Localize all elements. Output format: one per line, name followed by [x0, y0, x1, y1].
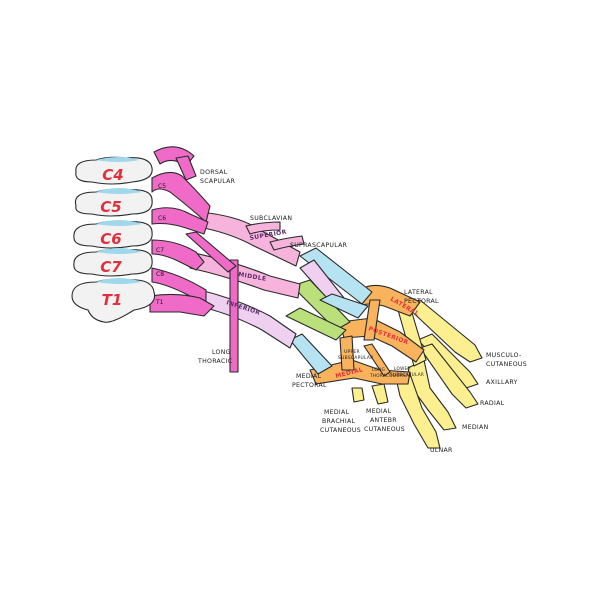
label-suprascapular: SUPRASCAPULAR: [290, 242, 348, 249]
label-axillary: AXILLARY: [486, 379, 518, 386]
posterior-division-inferior: [285, 307, 347, 341]
label-ulnar: ULNAR: [430, 447, 453, 454]
label-long-thoracic-1: LONG: [212, 349, 231, 356]
medial-antebr-nerve: [371, 383, 389, 405]
musculocutaneous-nerve: [404, 299, 483, 363]
vertebra-label-t1: T1: [102, 291, 123, 309]
label-lateral-pectoral-1: LATERAL: [404, 289, 433, 296]
label-lower-subscapular-1: LOWER: [394, 366, 411, 371]
label-radial: RADIAL: [480, 400, 505, 407]
vertebra-c7: C7: [73, 248, 153, 277]
branch-labels: DORSAL SCAPULAR SUBCLAVIAN SUPRASCAPULAR…: [197, 169, 527, 454]
vertebral-column: C4 C5 C6 C7 T1 C5 C6 C7 C8 T1: [71, 156, 166, 323]
label-musculocutaneous-2: CUTANEOUS: [486, 361, 527, 368]
vertebra-label-c7: C7: [100, 258, 122, 276]
vertebra-c5: C5: [74, 188, 153, 217]
posterior-cord: [339, 317, 425, 363]
root-c7: [151, 239, 205, 271]
label-medial-brachial-3: CUTANEOUS: [320, 427, 361, 434]
posterior-connector: [363, 299, 381, 341]
radial-nerve: [419, 343, 479, 409]
trunks: [189, 211, 301, 349]
vertebra-t1: T1: [71, 278, 156, 323]
divisions: [285, 247, 373, 375]
label-dorsal-scapular-1: DORSAL: [200, 169, 228, 176]
label-subclavian: SUBCLAVIAN: [250, 215, 292, 222]
vertebra-label-c5: C5: [100, 198, 121, 216]
label-lower-subscapular-2: SUBSCAPULAR: [390, 372, 424, 377]
root-label-c8: C8: [156, 271, 164, 278]
root-label-t1: T1: [155, 299, 164, 306]
label-dorsal-scapular-2: SCAPULAR: [200, 178, 236, 185]
roots: [149, 146, 305, 373]
terminal-nerves: [351, 299, 483, 449]
label-medial-antebr-2: ANTEBR: [370, 417, 397, 424]
label-medial-brachial-2: BRACHIAL: [322, 418, 356, 425]
label-thoracodorsal-1: LONG: [372, 367, 385, 372]
suprascapular-nerve: [269, 235, 305, 251]
cords: [309, 284, 425, 385]
root-label-c7: C7: [156, 247, 164, 254]
medial-connector: [339, 335, 355, 371]
vertebra-c4: C4: [75, 156, 153, 185]
long-thoracic-root: [185, 231, 237, 273]
label-musculocutaneous-1: MUSCULO-: [486, 352, 522, 359]
root-c6: [151, 207, 209, 235]
long-thoracic-nerve: [229, 259, 239, 373]
label-upper-subscapular-2: SUBSCAPULAR: [338, 355, 374, 361]
vertebra-label-c6: C6: [100, 230, 121, 248]
label-medial-pectoral-1: MEDIAL: [296, 373, 322, 380]
dorsal-scapular-branch: [175, 155, 197, 181]
vertebra-label-c4: C4: [102, 166, 123, 184]
ulnar-nerve: [395, 373, 441, 449]
label-medial-brachial-1: MEDIAL: [324, 409, 350, 416]
label-lateral-pectoral-2: PECTORAL: [404, 298, 439, 305]
medial-cord: [309, 359, 411, 385]
subclavian-nerve: [245, 221, 281, 235]
root-label-c6: C6: [158, 215, 166, 222]
posterior-division-middle: [291, 279, 351, 331]
medial-brachial-nerve: [351, 387, 365, 403]
label-medial-pectoral-2: PECTORAL: [292, 382, 327, 389]
root-t1: [149, 293, 215, 317]
thoracodorsal-nerve: [363, 343, 391, 377]
label-upper-subscapular-1: UPPER: [344, 349, 360, 355]
root-label-c5: C5: [158, 183, 166, 190]
anterior-division-inferior: [289, 333, 333, 375]
label-medial-antebr-1: MEDIAL: [366, 408, 392, 415]
label-thoracodorsal-2: THORACODORSAL: [369, 373, 412, 378]
anterior-division-middle: [319, 293, 369, 319]
label-long-thoracic-2: THORACIC: [197, 358, 232, 365]
label-middle-trunk: MIDDLE: [238, 271, 267, 283]
inferior-trunk: [197, 289, 297, 349]
label-median: MEDIAN: [462, 424, 489, 431]
superior-trunk: [199, 211, 301, 267]
label-medial-antebr-3: CUTANEOUS: [364, 426, 405, 433]
anterior-division-superior: [299, 247, 373, 305]
vertebra-c6: C6: [73, 220, 153, 249]
